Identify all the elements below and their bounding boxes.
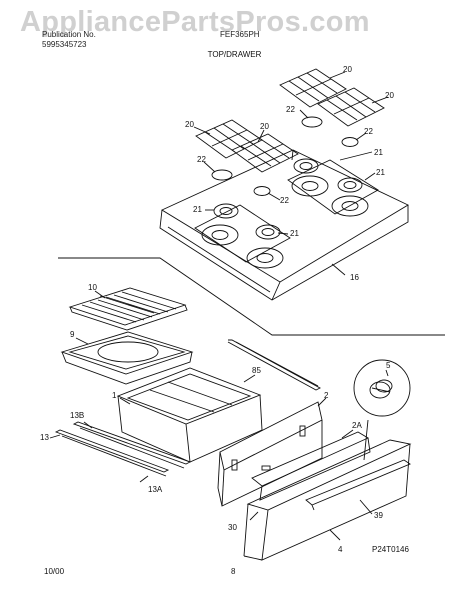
burner-cap-22c — [301, 116, 323, 128]
figure-id: P24T0146 — [372, 545, 409, 554]
callout-20c: 20 — [185, 120, 194, 129]
publication-number: 5995345723 — [42, 40, 87, 49]
drawer-panel-2A — [251, 431, 371, 501]
callout-22a: 22 — [286, 105, 295, 114]
callout-21a: 21 — [374, 148, 383, 157]
footer-date: 10/00 — [44, 567, 65, 576]
callout-39: 39 — [374, 511, 383, 520]
model-number: FEF365PH — [220, 30, 260, 39]
knob-5 — [353, 359, 411, 461]
section-title: TOP/DRAWER — [207, 50, 262, 59]
callout-9: 9 — [70, 330, 75, 339]
drawer-slide-13 — [54, 421, 192, 477]
callout-85: 85 — [252, 366, 261, 375]
callout-13: 13 — [40, 433, 49, 442]
callout-5: 5 — [386, 361, 391, 370]
callout-22d: 22 — [280, 196, 289, 205]
callout-10: 10 — [88, 283, 97, 292]
footer-page-number: 8 — [231, 567, 236, 576]
callout-20b: 20 — [385, 91, 394, 100]
broiler-grid-10 — [68, 287, 188, 331]
cooktop-16 — [159, 149, 409, 301]
callout-13A: 13A — [148, 485, 163, 494]
publication-label: Publication No. — [42, 30, 96, 39]
callout-1: 1 — [112, 391, 117, 400]
callout-2: 2 — [324, 391, 329, 400]
callout-20a: 20 — [343, 65, 352, 74]
burner-cap-22a — [211, 169, 233, 181]
callout-21b: 21 — [376, 168, 385, 177]
drawer-panel-4 — [243, 439, 412, 561]
callout-21d: 21 — [290, 229, 299, 238]
callout-22b: 22 — [364, 127, 373, 136]
drawer-frame-2 — [217, 401, 323, 507]
callout-22c: 22 — [197, 155, 206, 164]
callout-30: 30 — [228, 523, 237, 532]
burner-cap-22d — [341, 137, 359, 147]
callout-2A: 2A — [352, 421, 362, 430]
burner-cap-22b — [253, 186, 271, 196]
callout-21c: 21 — [193, 205, 202, 214]
grate-right — [279, 68, 385, 127]
broiler-pan-9 — [60, 331, 194, 385]
callout-20d: 20 — [260, 122, 269, 131]
watermark: AppliancePartsPros.com — [20, 6, 370, 38]
callout-13B: 13B — [70, 411, 84, 420]
callout-4: 4 — [338, 545, 343, 554]
grate-left — [195, 119, 299, 173]
drawer-handle-39 — [305, 459, 411, 511]
callout-16: 16 — [350, 273, 359, 282]
